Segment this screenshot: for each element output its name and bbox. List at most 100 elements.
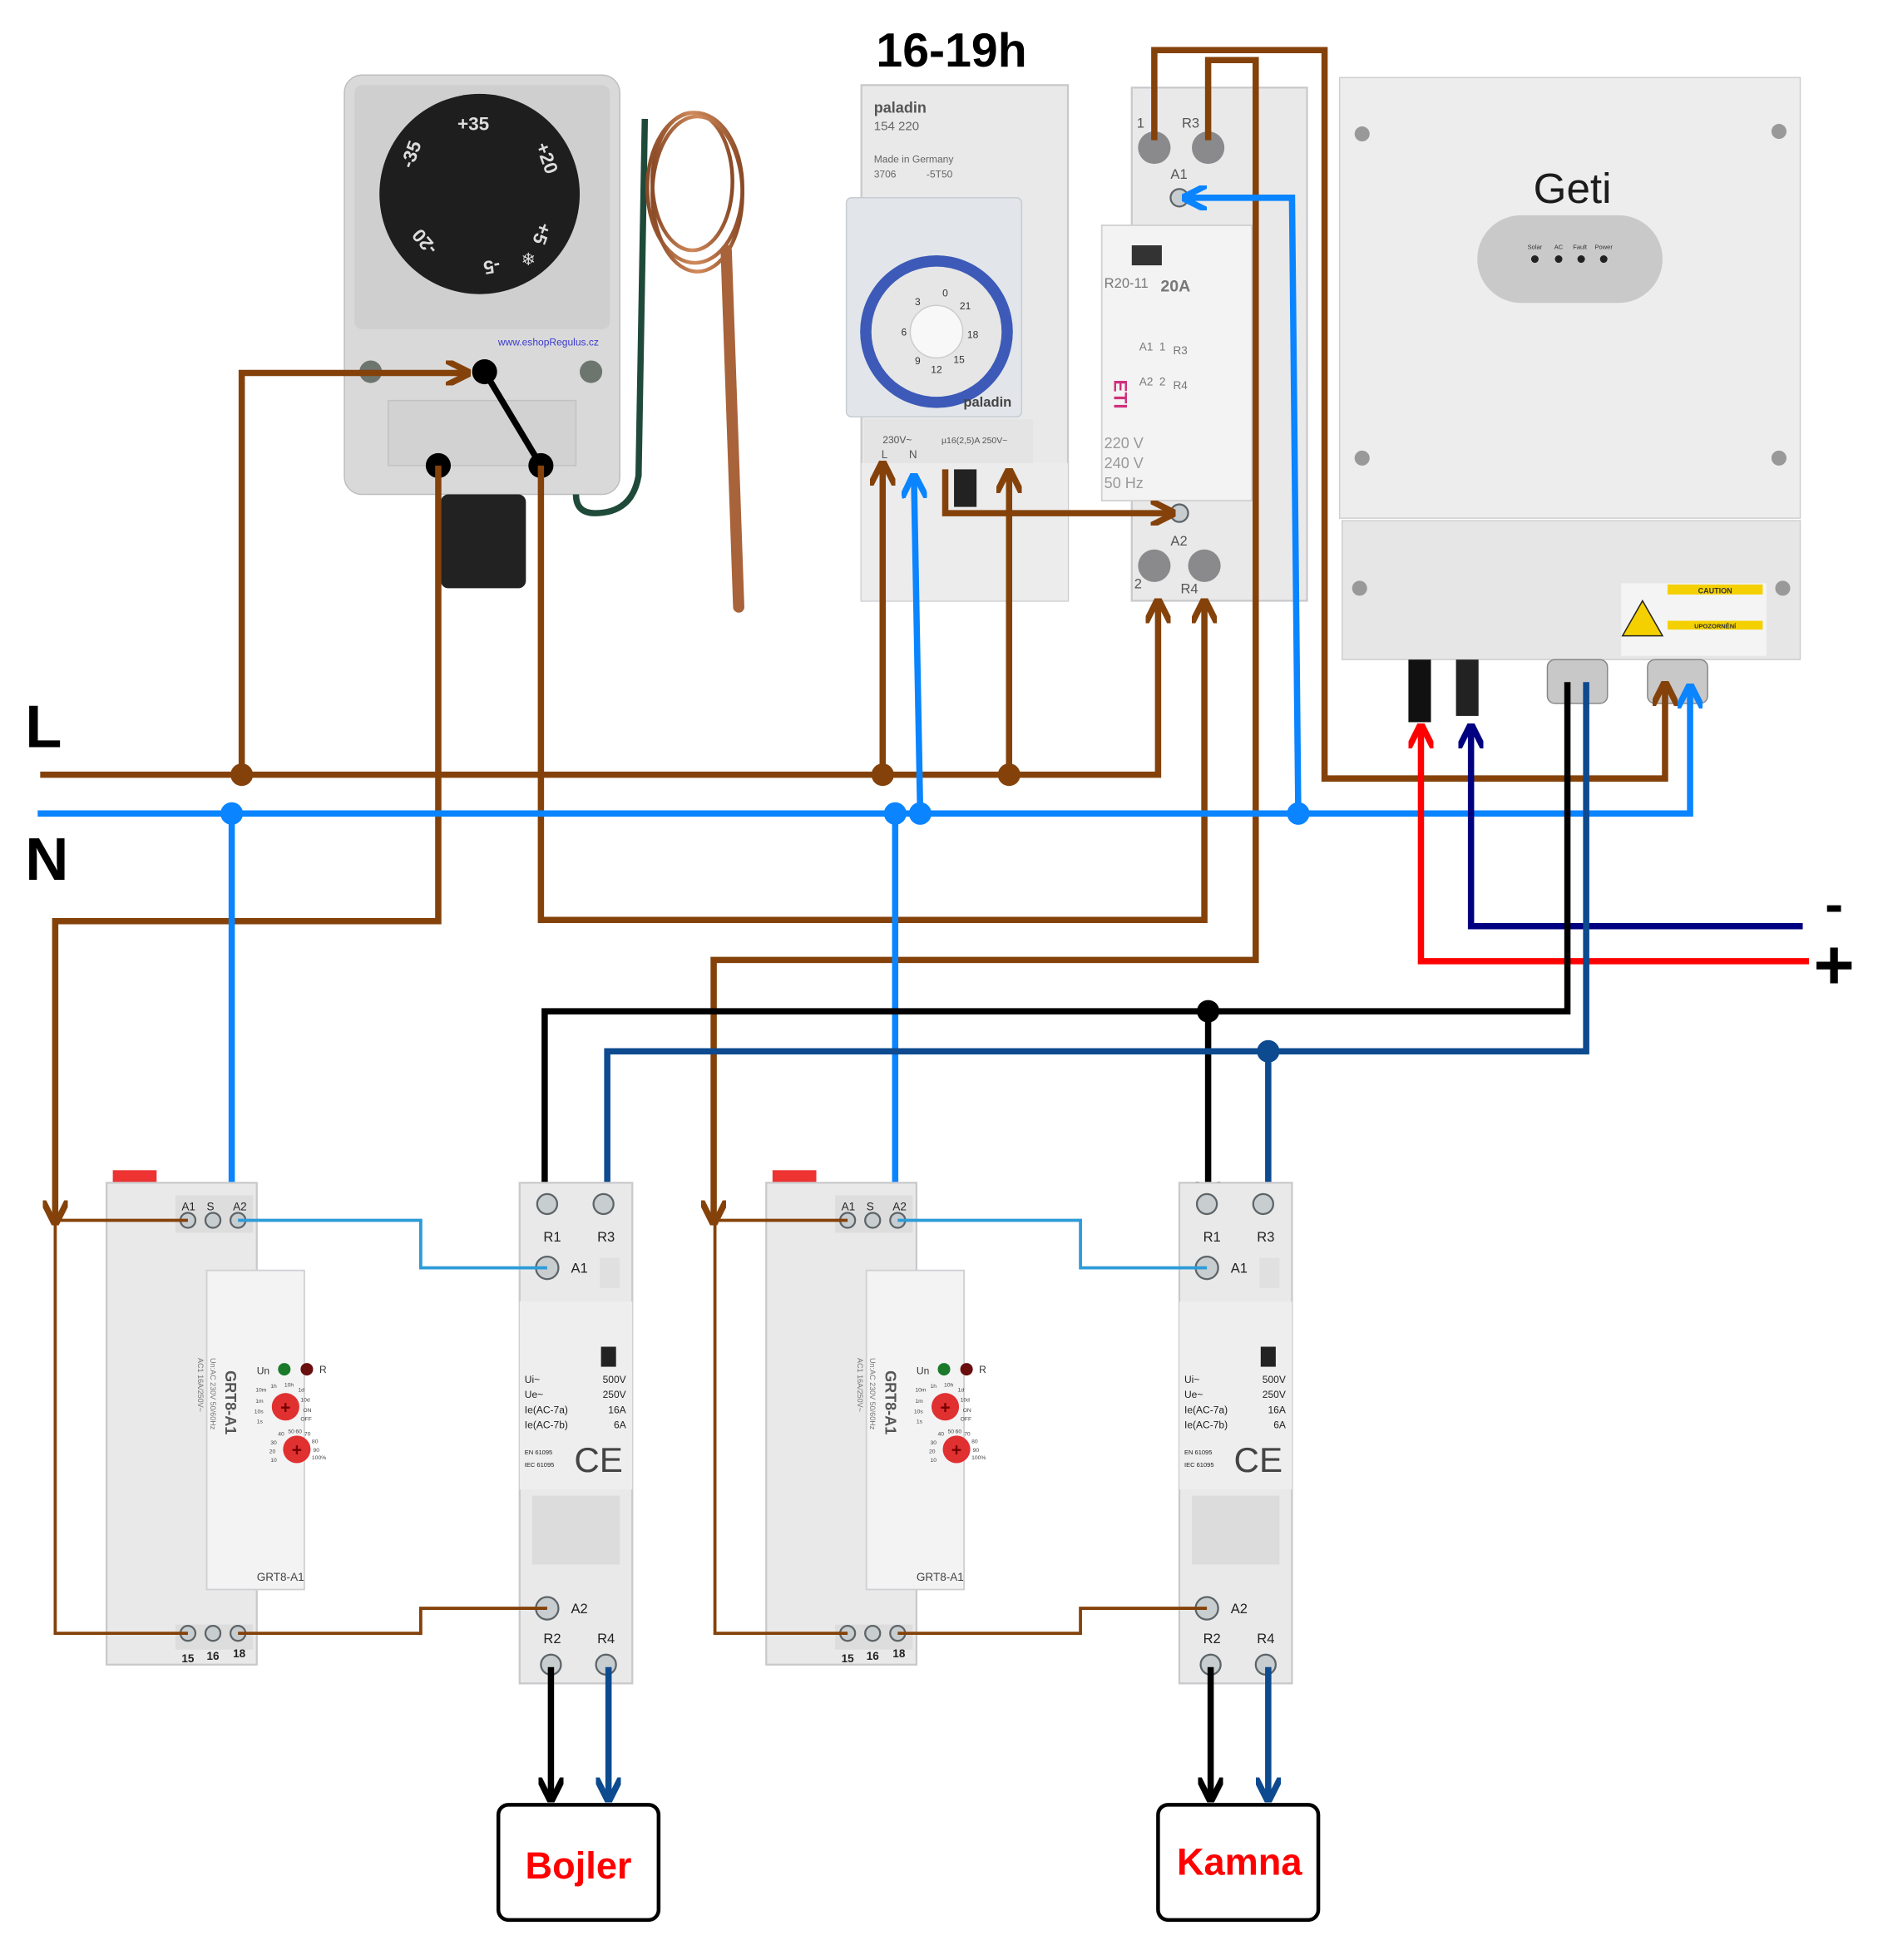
timer-model: 154 220 xyxy=(874,120,919,134)
timer-voltage: 230V~ xyxy=(882,434,912,446)
terminal-16[interactable] xyxy=(864,1625,882,1642)
terminal-label: S xyxy=(867,1200,874,1212)
led-label: Solar xyxy=(1528,244,1543,251)
relay-model: GRT8-A1 xyxy=(257,1571,304,1583)
plus-screw-icon: + xyxy=(292,1440,302,1459)
range-label: 10m xyxy=(915,1388,927,1394)
schema-label: A1 xyxy=(1139,340,1154,353)
ce-mark: CE xyxy=(574,1440,623,1479)
led-r xyxy=(960,1363,973,1376)
relay-model-side: GRT8-A1 xyxy=(882,1370,898,1434)
timer-brand: paladin xyxy=(963,394,1011,410)
dial-number: 0 xyxy=(942,288,948,299)
led-label: R xyxy=(319,1364,327,1375)
terminal-label: R1 xyxy=(543,1229,561,1245)
percent-label: 70 xyxy=(304,1431,311,1437)
snowflake-icon: ❄ xyxy=(521,250,536,269)
relay-group-bojler: A1 S A2 GRT8-A1 Un:AC 230V 50/60Hz AC1 1… xyxy=(53,1170,661,1923)
terminal-s[interactable] xyxy=(204,1212,222,1229)
plus-screw-icon: + xyxy=(940,1398,950,1417)
plus-screw-icon: + xyxy=(280,1398,290,1417)
timer-code: -5T50 xyxy=(927,169,953,180)
wires-dc xyxy=(1421,728,1810,965)
percent-label: 50 xyxy=(948,1429,955,1434)
terminal-a1-screw[interactable] xyxy=(1169,188,1189,208)
range-label: 1m xyxy=(915,1399,923,1405)
terminal-label: A1 xyxy=(571,1261,587,1276)
terminal-label: R2 xyxy=(543,1631,561,1646)
standard-label: EN 61095 xyxy=(525,1449,552,1456)
spec-label: Ui~ xyxy=(1184,1374,1199,1385)
terminal-label: R3 xyxy=(1182,116,1199,131)
led-label: AC xyxy=(1554,244,1564,251)
led-label: R xyxy=(979,1364,986,1375)
junction-dots xyxy=(220,763,1310,1063)
terminal-16[interactable] xyxy=(204,1625,222,1642)
range-label: 10m xyxy=(255,1388,267,1394)
geti-logo: Geti xyxy=(1534,165,1612,212)
wires-line xyxy=(40,47,1665,1220)
terminal-label: 2 xyxy=(1134,575,1142,591)
percent-label: 30 xyxy=(930,1440,937,1446)
percent-label: 50 xyxy=(288,1429,294,1434)
range-label: OFF xyxy=(300,1416,312,1422)
terminal-s[interactable] xyxy=(864,1212,882,1229)
schema-label: A2 xyxy=(1139,376,1154,388)
terminal-r3[interactable] xyxy=(592,1192,615,1216)
standard-label: IEC 61095 xyxy=(1184,1461,1214,1469)
range-label: 1d xyxy=(958,1388,965,1394)
range-label: OFF xyxy=(961,1416,972,1422)
spec-label: Ie(AC-7b) xyxy=(1184,1419,1228,1430)
switch-contact xyxy=(482,370,544,467)
schema-label: 1 xyxy=(1159,340,1166,353)
terminal-label: 16 xyxy=(207,1650,220,1662)
range-label: ON xyxy=(963,1408,971,1414)
led-power xyxy=(1599,255,1608,264)
spec-label: Ue~ xyxy=(525,1389,543,1400)
ce-mark: CE xyxy=(1234,1440,1283,1479)
terminal-label-l: L xyxy=(882,448,888,461)
time-percent-knob[interactable] xyxy=(283,1435,311,1464)
neutral-label-n: N xyxy=(25,827,68,893)
timer-switch: paladin 154 220 Made in Germany 3706 -5T… xyxy=(845,84,1070,602)
load-box-bojler xyxy=(496,1803,661,1923)
standard-label: IEC 61095 xyxy=(525,1461,555,1469)
terminal-label: R3 xyxy=(597,1229,615,1245)
led-panel xyxy=(1477,215,1663,304)
relay-group-kamna: A1 S A2 GRT8-A1 Un:AC 230V 50/60Hz AC1 1… xyxy=(713,1170,1293,1685)
range-label: 1m xyxy=(255,1399,264,1405)
time-range-knob[interactable] xyxy=(931,1393,960,1421)
spec-label: Ie(AC-7a) xyxy=(525,1404,568,1415)
spec-value: 16A xyxy=(1268,1404,1285,1415)
percent-label: 20 xyxy=(929,1449,936,1454)
time-relay-grt8: A1 S A2 GRT8-A1 Un:AC 230V 50/60Hz AC1 1… xyxy=(765,1170,986,1666)
range-label: 10h xyxy=(944,1383,954,1389)
range-label: 1d xyxy=(298,1388,304,1394)
terminal-r1[interactable] xyxy=(536,1192,559,1216)
schema-label: R4 xyxy=(1173,379,1188,392)
relay-rating: Un:AC 230V 50/60Hz xyxy=(209,1358,217,1430)
terminal-r1[interactable] xyxy=(1195,1192,1218,1216)
terminal-label: A2 xyxy=(571,1601,587,1617)
terminal-label: R1 xyxy=(1203,1229,1221,1245)
terminal-label: A1 xyxy=(842,1200,856,1212)
terminal-label: A2 xyxy=(233,1200,247,1212)
percent-label: 100% xyxy=(312,1455,326,1461)
terminal-a2-screw[interactable] xyxy=(1169,503,1189,523)
terminal-label: 18 xyxy=(233,1647,246,1660)
percent-label: 30 xyxy=(270,1440,277,1446)
terminal-r3[interactable] xyxy=(1252,1192,1274,1216)
time-range-knob[interactable] xyxy=(271,1393,299,1421)
spec-value: 6A xyxy=(614,1419,626,1430)
terminal-label: 16 xyxy=(867,1650,880,1662)
terminal-label: R4 xyxy=(1180,580,1198,596)
geti-solar-inverter: Geti Solar AC Fault Power CAUTION UPOZOR… xyxy=(1338,77,1801,723)
range-label: 10s xyxy=(255,1409,264,1414)
temperature-dial[interactable] xyxy=(379,93,581,294)
led-label: Un xyxy=(917,1365,929,1377)
dial-number: 6 xyxy=(902,326,907,338)
time-percent-knob[interactable] xyxy=(942,1435,971,1464)
caution-label: CAUTION UPOZORNĚNÍ xyxy=(1621,583,1767,656)
terminal-label: 18 xyxy=(892,1647,906,1660)
